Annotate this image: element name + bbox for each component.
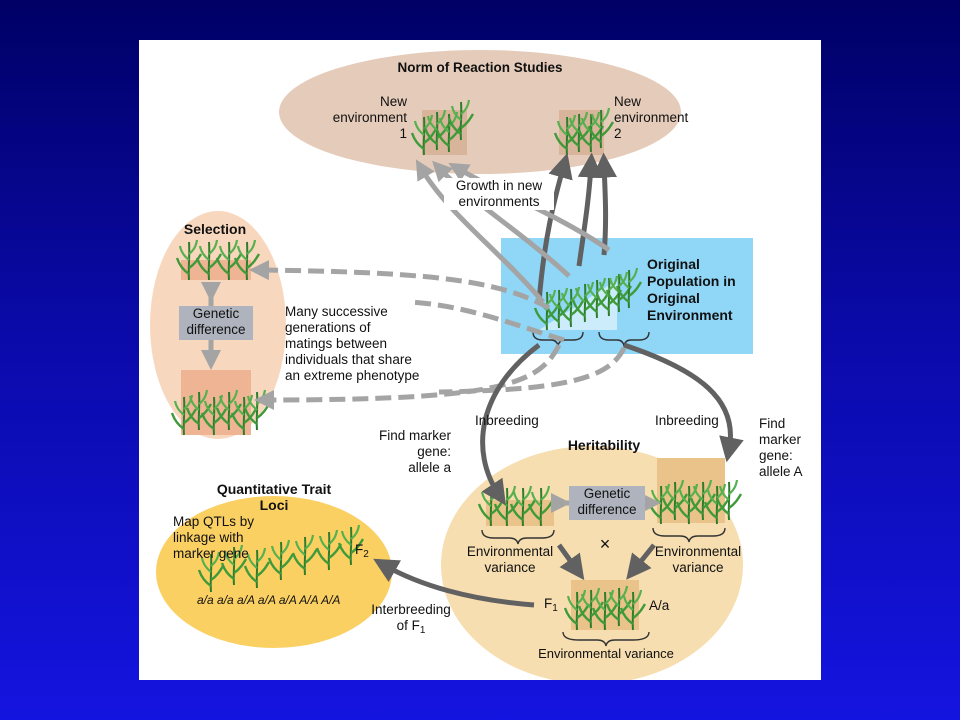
selection-title: Selection — [183, 221, 247, 237]
norm-title: Norm of Reaction Studies — [397, 60, 563, 75]
cross-symbol: × — [599, 534, 611, 554]
inbreeding-right-label: Inbreeding — [655, 413, 719, 428]
arrows-selection-top — [249, 260, 565, 343]
heritability-title: Heritability — [567, 437, 641, 453]
genotype-label: A/a — [649, 598, 670, 613]
qtl-oval — [156, 496, 392, 648]
qtl-genotypes: a/a a/a a/A a/A a/A A/A A/A — [197, 593, 341, 607]
f2-label: F2 — [355, 542, 369, 560]
diagram-canvas — [150, 50, 753, 680]
inbreeding-right-arrow — [623, 342, 744, 463]
interbreeding-label: Interbreeding of F1 — [371, 602, 451, 636]
env-variance-bottom: Environmental variance — [538, 646, 674, 661]
plants-f1 — [563, 584, 647, 632]
f1-label: F1 — [544, 596, 558, 614]
inbreeding-left-arrow — [480, 343, 541, 506]
arrows-selection-bottom — [254, 343, 627, 410]
inbreeding-left-label: Inbreeding — [475, 413, 539, 428]
interbreeding-arrow — [373, 558, 535, 608]
